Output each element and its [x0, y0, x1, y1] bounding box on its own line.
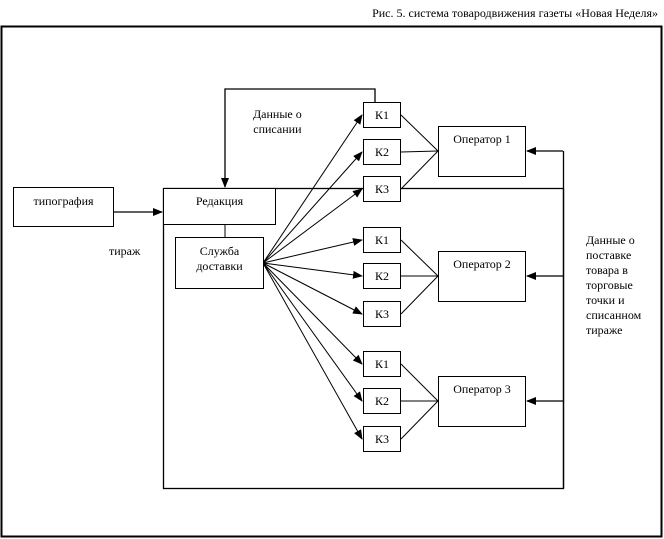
- edge-g1-k1-operator: [400, 114, 439, 152]
- node-editorial: Редакция: [163, 188, 276, 225]
- edge-delivery-g1-k1: [262, 114, 363, 264]
- edge-delivery-g3-k3: [262, 262, 363, 440]
- label-circulation: тираж: [109, 244, 141, 258]
- edge-g3-k3-operator: [400, 400, 439, 440]
- node-typography: типография: [13, 187, 114, 227]
- node-g3-k1: К1: [363, 351, 401, 377]
- edge-delivery-g2-k3: [262, 262, 363, 315]
- label-supply-7: тираже: [586, 323, 623, 337]
- node-typography-label: типография: [33, 194, 94, 208]
- outer-frame: [0, 25, 663, 538]
- label-writeoff: Данные о списании: [253, 107, 302, 137]
- node-operator-3: Оператор 3: [438, 376, 526, 427]
- label-supply-1: Данные о: [586, 233, 635, 247]
- label-writeoff-1: Данные о: [253, 107, 302, 121]
- node-g1-k2: К2: [363, 139, 401, 165]
- edge-g2-k1-operator: [400, 239, 439, 277]
- edge-writeoff-loop: [221, 88, 376, 188]
- node-g1-k1: К1: [363, 102, 401, 128]
- node-delivery-label-1: Служба: [199, 244, 240, 258]
- edge-g1-k3-operator: [400, 150, 439, 190]
- figure-caption: Рис. 5. система товародвижения газеты «Н…: [372, 6, 658, 20]
- edge-delivery-g3-k1: [262, 262, 363, 365]
- edge-delivery-g1-k2: [262, 151, 363, 264]
- node-g3-k2: К2: [363, 388, 401, 414]
- node-g2-k2: К2: [363, 263, 401, 289]
- node-g2-k3: К3: [363, 301, 401, 327]
- node-delivery: Служба доставки: [175, 237, 264, 289]
- label-writeoff-2: списании: [253, 122, 302, 136]
- node-g3-k3: К3: [363, 426, 401, 452]
- label-supply: Данные о поставке товара в торговые точк…: [586, 233, 641, 338]
- edge-delivery-g2-k2: [262, 262, 363, 279]
- label-supply-6: списанном: [586, 308, 642, 322]
- edge-g3-k1-operator: [400, 363, 439, 402]
- node-operator-2: Оператор 2: [438, 251, 526, 302]
- label-supply-5: точки и: [586, 293, 625, 307]
- edge-g1-k2-operator: [400, 150, 439, 153]
- label-supply-2: поставке: [586, 248, 632, 262]
- edge-g2-k3-operator: [400, 275, 439, 315]
- edge-delivery-g1-k3: [262, 188, 363, 264]
- node-editorial-label: Редакция: [195, 194, 244, 208]
- node-delivery-label-2: доставки: [196, 259, 243, 273]
- edge-delivery-g3-k2: [262, 262, 363, 402]
- label-supply-3: товара в: [586, 263, 628, 277]
- node-g2-k1: К1: [363, 227, 401, 253]
- node-g1-k3: К3: [363, 176, 401, 202]
- node-operator-1: Оператор 1: [438, 126, 526, 177]
- edge-delivery-g2-k1: [262, 238, 363, 264]
- label-supply-4: торговые: [586, 278, 633, 292]
